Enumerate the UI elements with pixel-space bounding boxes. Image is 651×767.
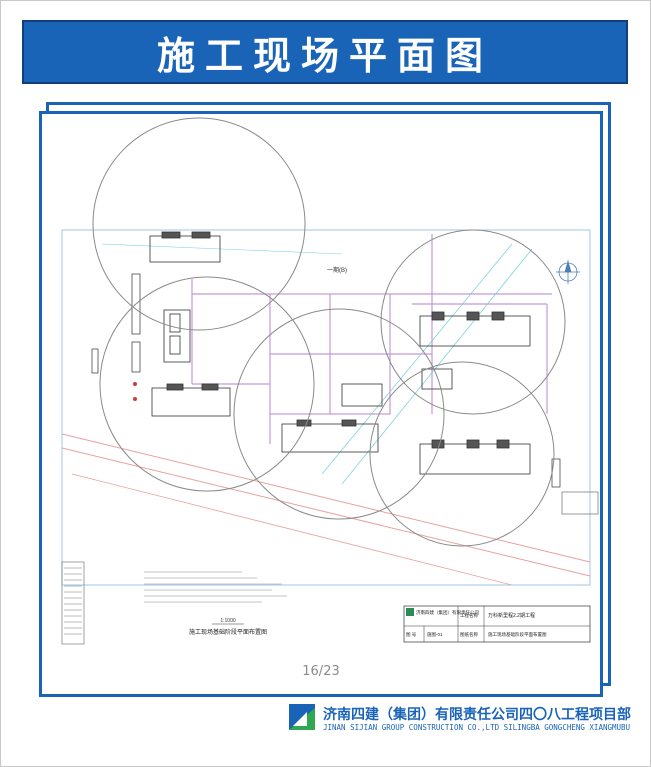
building-core	[496, 439, 510, 449]
document-frame: 一期(B)	[39, 111, 603, 697]
title-block-drawing-name: 施工现场基础阶段平面布置图	[488, 631, 547, 638]
road-line	[61, 447, 591, 577]
title-block-project-label: 工程名称	[460, 612, 478, 619]
building	[151, 387, 231, 417]
gate-house	[91, 348, 99, 374]
north-arrow-icon	[556, 260, 580, 284]
crane-radius	[380, 229, 566, 415]
fire-hydrant	[133, 382, 137, 386]
site-plan-drawing: 一期(B)	[61, 117, 599, 645]
neighbor-building	[561, 491, 599, 515]
building-core	[466, 311, 480, 321]
title-banner: 施工现场平面图	[22, 20, 628, 84]
temporary-road-grid	[191, 234, 552, 444]
footer-company-en: JINAN SIJIAN GROUP CONSTRUCTION CO.,LTD …	[323, 723, 631, 732]
building-core	[161, 231, 181, 239]
storage-bay	[169, 335, 181, 355]
crane-radius	[233, 308, 445, 520]
building-core	[491, 311, 505, 321]
plan-caption: 施工现场基础阶段平面布置图	[189, 628, 267, 636]
storage-bay	[169, 313, 181, 333]
building-core	[191, 231, 211, 239]
utility-line	[321, 243, 513, 475]
building-core	[166, 383, 184, 391]
crane-radius	[369, 361, 555, 547]
footer: 济南四建（集团）有限责任公司四〇八工程项目部 JINAN SIJIAN GROU…	[289, 704, 631, 734]
building	[419, 443, 531, 475]
building	[149, 235, 221, 263]
company-logo-icon	[406, 608, 414, 616]
title-block-drawing-label: 图纸名称	[460, 631, 478, 638]
title-block-project-name: 万科新里程2.2期工程	[488, 612, 535, 619]
crane-radius-circles	[92, 117, 566, 547]
crane-radius	[92, 117, 306, 331]
title-block: 济南四建（集团）有限责任公司 工程名称 万科新里程2.2期工程 图 号 施图-0…	[403, 605, 591, 643]
building-core	[431, 311, 445, 321]
building	[281, 423, 379, 453]
page-counter: 16/23	[302, 664, 340, 679]
road-label: 一期(B)	[327, 266, 347, 274]
building-core	[466, 439, 480, 449]
road-line	[61, 433, 591, 563]
site-boundary	[61, 229, 591, 586]
notes-text-lines	[144, 571, 287, 603]
building-core	[296, 419, 312, 427]
building-core	[201, 383, 219, 391]
utility-line	[341, 248, 533, 485]
utility-line	[101, 243, 343, 255]
site-office	[341, 383, 383, 407]
title-block-row-col1: 图 号	[406, 632, 417, 638]
title-block-row-col2: 施图-01	[427, 631, 443, 638]
site-facility	[131, 273, 141, 335]
legend-block	[61, 561, 85, 645]
building-core	[341, 419, 357, 427]
site-office	[421, 368, 453, 390]
title-block-company: 济南四建（集团）有限责任公司	[416, 609, 479, 616]
building-footprints	[149, 231, 531, 475]
site-facility	[131, 341, 141, 373]
crane-radius	[99, 276, 315, 492]
company-logo-icon	[289, 704, 315, 730]
building-core	[431, 439, 445, 449]
warehouse	[163, 309, 191, 363]
building	[419, 315, 531, 347]
footer-company-cn: 济南四建（集团）有限责任公司四〇八工程项目部	[323, 707, 631, 723]
page-title: 施工现场平面图	[156, 33, 493, 78]
road-line	[71, 473, 513, 586]
fire-hydrant	[133, 397, 137, 401]
scale-note: 1:1000	[220, 618, 236, 624]
